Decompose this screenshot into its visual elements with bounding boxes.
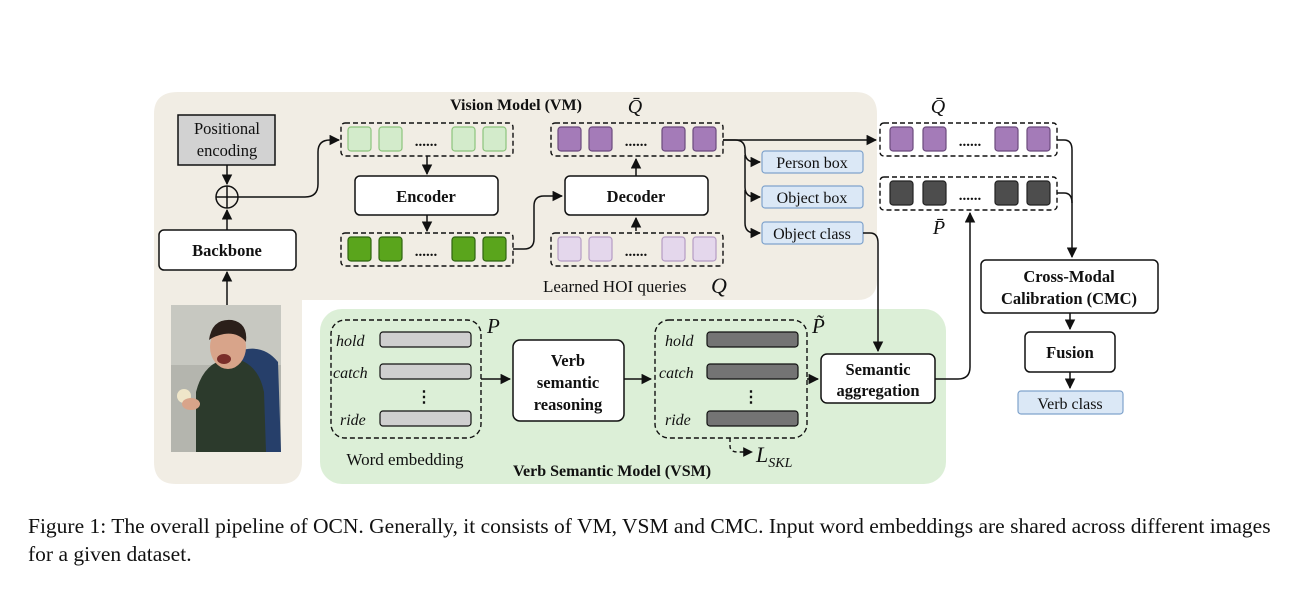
add-circle-icon	[215, 185, 239, 209]
learned-queries-tokens: ......	[550, 232, 724, 267]
object-box-output	[761, 185, 864, 209]
learned-queries-label: Learned HOI queries	[543, 277, 687, 296]
positional-encoding-box	[177, 114, 276, 166]
svg-text:ride: ride	[340, 412, 366, 429]
fusion-label: Fusion	[1046, 343, 1094, 362]
word-embedding-group: hold catch ⋮ ride	[330, 319, 482, 439]
loss-label: LSKL	[755, 442, 793, 471]
encoder-output-tokens: ......	[340, 232, 514, 267]
vsm-region	[320, 309, 946, 484]
svg-text:⋮: ⋮	[416, 389, 432, 406]
verb-reasoning-line1: Verb	[551, 351, 585, 370]
input-image	[171, 305, 281, 452]
verb-reasoning-box	[512, 339, 625, 422]
q-bar-tokens: ......	[879, 122, 1058, 157]
svg-text:......: ......	[625, 244, 648, 260]
backbone-label: Backbone	[192, 241, 262, 260]
svg-text:catch: catch	[333, 365, 368, 382]
p-bar-tokens: ......	[879, 176, 1058, 211]
svg-text:......: ......	[959, 188, 982, 204]
svg-text:......: ......	[959, 134, 982, 150]
reasoned-embedding-group: hold catch ⋮ ride	[654, 319, 808, 439]
q-bar-label-vm: Q̄	[628, 96, 643, 118]
semantic-aggregation-line2: aggregation	[836, 381, 919, 400]
figure-caption: Figure 1: The overall pipeline of OCN. G…	[28, 514, 1271, 566]
word-embedding-label: Word embedding	[346, 450, 464, 469]
p-tilde-symbol: P̃	[811, 314, 825, 338]
svg-text:......: ......	[625, 134, 648, 150]
verb-reasoning-line3: reasoning	[534, 395, 603, 414]
p-bar-label-right: P̄	[932, 217, 945, 239]
feature-tokens-positional: ......	[340, 122, 514, 157]
vsm-title: Verb Semantic Model (VSM)	[513, 463, 711, 480]
semantic-aggregation-line1: Semantic	[845, 360, 910, 379]
decoder-output-tokens: ......	[550, 122, 724, 157]
person-box-label: Person box	[776, 155, 848, 172]
vm-title: Vision Model (VM)	[450, 97, 582, 114]
svg-text:......: ......	[415, 134, 438, 150]
object-class-label: Object class	[773, 226, 851, 243]
encoder-label: Encoder	[396, 187, 456, 206]
person-box-output	[761, 150, 864, 174]
cmc-line2: Calibration (CMC)	[1001, 289, 1137, 308]
svg-text:catch: catch	[659, 365, 694, 382]
positional-encoding-line2: encoding	[197, 141, 257, 160]
object-box-label: Object box	[777, 190, 848, 207]
p-symbol: P	[486, 314, 500, 338]
cmc-line1: Cross-Modal	[1023, 267, 1115, 286]
verb-reasoning-line2: semantic	[537, 373, 599, 392]
svg-text:⋮: ⋮	[743, 389, 759, 406]
positional-encoding-line1: Positional	[194, 119, 260, 138]
q-bar-label-right: Q̄	[931, 96, 946, 118]
svg-text:hold: hold	[665, 333, 694, 350]
verb-class-label: Verb class	[1037, 396, 1102, 413]
svg-text:ride: ride	[665, 412, 691, 429]
verb-class-output	[1017, 390, 1124, 415]
decoder-label: Decoder	[607, 187, 666, 206]
q-symbol: Q	[711, 273, 727, 298]
svg-text:......: ......	[415, 244, 438, 260]
svg-text:hold: hold	[336, 333, 365, 350]
